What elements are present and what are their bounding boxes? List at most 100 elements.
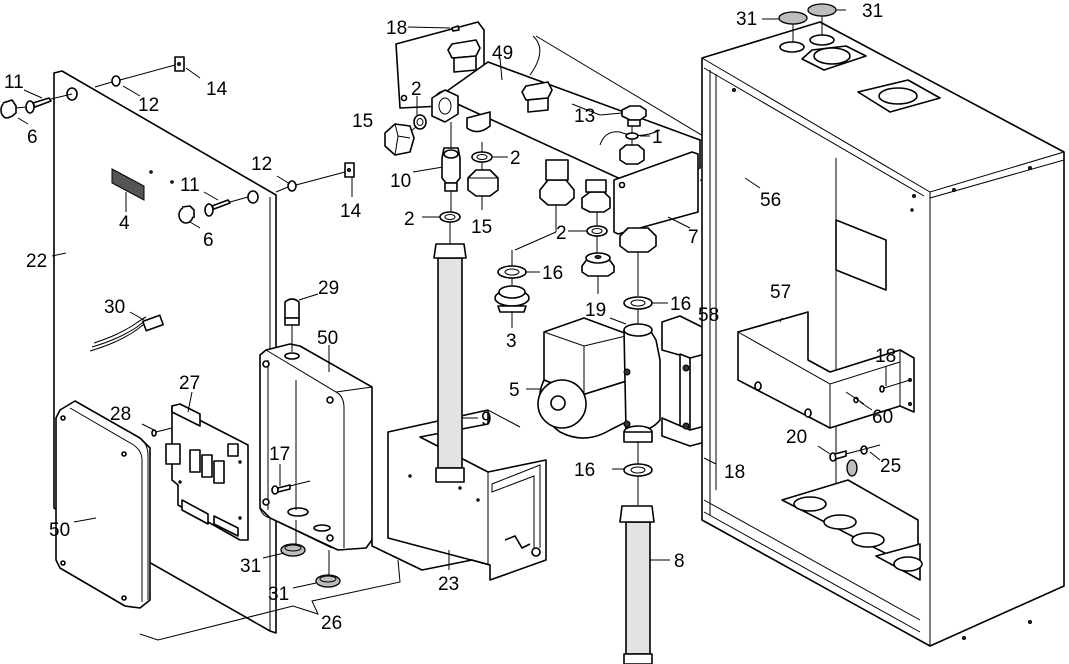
electrical-box bbox=[259, 343, 373, 551]
seal-2a bbox=[413, 114, 427, 130]
circulation-pump bbox=[537, 317, 661, 443]
valve-10 bbox=[441, 122, 461, 212]
fitting-3 bbox=[494, 278, 530, 313]
callout-9: 9 bbox=[481, 409, 492, 430]
callout-2: 2 bbox=[411, 79, 422, 100]
cabinet-top-openings bbox=[779, 34, 941, 113]
callout-20: 20 bbox=[786, 427, 807, 448]
callout-6: 6 bbox=[27, 127, 38, 148]
screw-11b bbox=[204, 196, 249, 217]
callout-25: 25 bbox=[880, 456, 901, 477]
circuit-board bbox=[165, 403, 249, 541]
callout-18: 18 bbox=[875, 346, 896, 367]
callout-50: 50 bbox=[49, 520, 70, 541]
manifold-nut-bottom-1 bbox=[514, 159, 575, 251]
callout-23: 23 bbox=[438, 574, 459, 595]
callout-12: 12 bbox=[251, 154, 272, 175]
cable-connector bbox=[89, 314, 164, 352]
callout-28: 28 bbox=[110, 404, 131, 425]
manifold-nut-top-left bbox=[447, 39, 481, 73]
callout-60: 60 bbox=[872, 407, 893, 428]
callout-8: 8 bbox=[674, 551, 685, 572]
callout-26: 26 bbox=[321, 613, 342, 634]
plug-13 bbox=[621, 105, 647, 127]
manifold-nut-top-mid bbox=[521, 81, 553, 113]
seal-16a bbox=[497, 250, 527, 279]
callout-17: 17 bbox=[269, 444, 290, 465]
callout-3: 3 bbox=[506, 331, 517, 352]
box-cover bbox=[55, 400, 151, 609]
seal-1 bbox=[625, 132, 639, 140]
callout-14: 14 bbox=[206, 79, 228, 100]
grommet-31d bbox=[807, 3, 837, 35]
seal-16b bbox=[623, 296, 653, 325]
screw-11a bbox=[15, 93, 73, 114]
callout-18: 18 bbox=[724, 462, 745, 483]
manifold-nut-right bbox=[619, 126, 645, 165]
nipple-19 bbox=[581, 236, 615, 277]
callout-14: 14 bbox=[340, 201, 362, 222]
screw-18c bbox=[879, 379, 911, 393]
callout-2: 2 bbox=[556, 223, 567, 244]
callout-10: 10 bbox=[390, 171, 411, 192]
callout-2: 2 bbox=[404, 209, 415, 230]
callout-22: 22 bbox=[26, 251, 47, 272]
callout-31: 31 bbox=[862, 1, 883, 22]
callout-11: 11 bbox=[180, 175, 200, 196]
callout-56: 56 bbox=[760, 190, 781, 211]
callout-15: 15 bbox=[471, 217, 492, 238]
manifold-nut-under-plate bbox=[619, 227, 657, 296]
washer-12a bbox=[94, 64, 176, 88]
manifold-stub-1 bbox=[466, 111, 491, 133]
flexible-pipe-9 bbox=[433, 222, 467, 483]
callout-15: 15 bbox=[352, 111, 373, 132]
callout-12: 12 bbox=[138, 95, 159, 116]
callout-16: 16 bbox=[542, 263, 563, 284]
cap-nut-6b bbox=[178, 205, 195, 224]
insulation-shell bbox=[371, 409, 547, 581]
callout-13: 13 bbox=[574, 106, 595, 127]
callout-6: 6 bbox=[203, 230, 214, 251]
clip-nut-14b bbox=[344, 162, 355, 178]
cap-nut-15a bbox=[384, 123, 417, 156]
flexible-pipe-8 bbox=[619, 505, 655, 664]
screw-60 bbox=[845, 391, 865, 405]
callout-1: 1 bbox=[652, 127, 663, 148]
seal-2b bbox=[471, 151, 493, 163]
grommet-31a bbox=[280, 520, 306, 557]
grommet-31c bbox=[778, 11, 808, 42]
bracket-plate-7 bbox=[613, 151, 699, 235]
seal-2d bbox=[586, 212, 608, 237]
callout-16: 16 bbox=[574, 460, 595, 481]
callout-19: 19 bbox=[585, 300, 606, 321]
clip-nut-14a bbox=[174, 56, 185, 72]
cabinet bbox=[701, 21, 1065, 647]
support-bracket-57 bbox=[737, 311, 915, 429]
callout-29: 29 bbox=[318, 278, 339, 299]
seal-2c bbox=[439, 211, 461, 223]
manifold-left-outlet bbox=[431, 89, 459, 123]
screw-18a bbox=[451, 21, 479, 32]
grommet-31b bbox=[315, 550, 341, 588]
callout-11: 11 bbox=[4, 72, 24, 93]
cable-gland-29 bbox=[284, 298, 300, 352]
callout-58: 58 bbox=[698, 305, 719, 326]
washer-25 bbox=[845, 444, 881, 455]
callout-18: 18 bbox=[386, 18, 407, 39]
callout-4: 4 bbox=[119, 213, 130, 234]
cap-nut-6a bbox=[0, 99, 17, 119]
nameplate bbox=[111, 168, 145, 201]
screw-17 bbox=[271, 480, 311, 495]
callout-7: 7 bbox=[688, 227, 699, 248]
callout-labels: 11 6 12 14 12 14 11 6 4 22 30 29 50 27 2… bbox=[4, 1, 901, 634]
callout-31: 31 bbox=[268, 584, 289, 605]
leader-lines bbox=[17, 9, 887, 641]
callout-49: 49 bbox=[492, 43, 513, 64]
callout-57: 57 bbox=[770, 282, 791, 303]
callout-50: 50 bbox=[317, 328, 338, 349]
callout-5: 5 bbox=[509, 380, 520, 401]
seal-16c bbox=[623, 442, 653, 505]
callout-16: 16 bbox=[670, 294, 691, 315]
callout-2: 2 bbox=[510, 148, 521, 169]
